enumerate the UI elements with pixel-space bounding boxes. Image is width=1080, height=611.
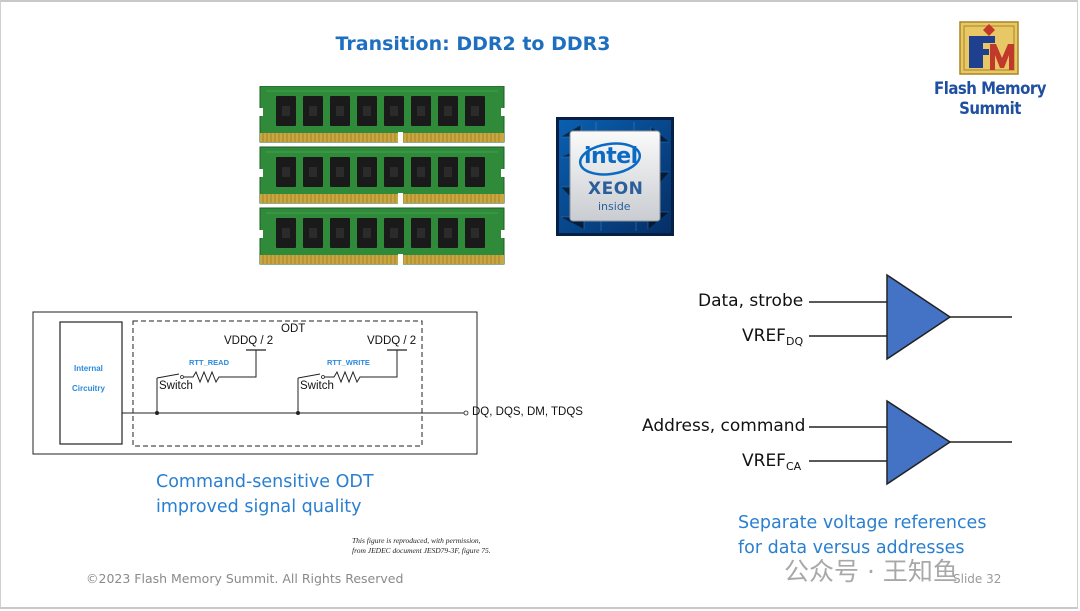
switch-left: Switch bbox=[159, 380, 193, 392]
ram-modules bbox=[258, 85, 506, 266]
vddq-left: VDDQ / 2 bbox=[224, 335, 274, 347]
ram-modules-graphic bbox=[258, 85, 506, 265]
ram-module-icon bbox=[258, 85, 506, 143]
fms-logo-mark bbox=[959, 21, 1019, 75]
odt-circuit bbox=[32, 311, 478, 455]
odt-caption-line1: Command-sensitive ODT bbox=[156, 472, 374, 492]
ram-module-icon bbox=[258, 146, 506, 204]
slide-number: Slide 32 bbox=[953, 572, 1002, 586]
intel-xeon-badge: intel XEON inside bbox=[556, 117, 674, 236]
address-command-label: Address, command bbox=[642, 416, 806, 436]
internal-label-1: Internal bbox=[74, 364, 103, 373]
odt-caption-line2: improved signal quality bbox=[156, 497, 362, 517]
vref-caption-line2: for data versus addresses bbox=[738, 538, 965, 558]
credit-line1: This figure is reproduced, with permissi… bbox=[352, 536, 481, 545]
credit-line2: from JEDEC document JESD79-3F, figure 75… bbox=[352, 546, 491, 555]
vref-diagram: Data, strobe VREFDQ Address, command VRE… bbox=[640, 270, 1020, 490]
inside-text: inside bbox=[598, 200, 631, 213]
intel-brand: intel bbox=[584, 144, 638, 169]
vref-dq-label: VREFDQ bbox=[742, 326, 804, 348]
data-strobe-label: Data, strobe bbox=[698, 291, 804, 311]
internal-label-2: Circuitry bbox=[72, 384, 105, 393]
ram-module-icon bbox=[258, 207, 506, 265]
vref-caption: Separate voltage references for data ver… bbox=[738, 511, 986, 561]
xeon-text: XEON bbox=[588, 179, 644, 199]
pins-label: DQ, DQS, DM, TDQS bbox=[472, 406, 583, 418]
copyright-footer: ©2023 Flash Memory Summit. All Rights Re… bbox=[86, 571, 404, 586]
vref-caption-line1: Separate voltage references bbox=[738, 513, 987, 533]
vddq-right: VDDQ / 2 bbox=[367, 335, 417, 347]
figure-credit: This figure is reproduced, with permissi… bbox=[352, 536, 491, 556]
fms-logo bbox=[952, 18, 1026, 76]
slide-title: Transition: DDR2 to DDR3 bbox=[335, 33, 611, 55]
watermark: 公众号 · 王知鱼 bbox=[784, 557, 958, 586]
rtt-write-label: RTT_WRITE bbox=[327, 358, 370, 367]
odt-label: ODT bbox=[281, 323, 306, 335]
vref-comparators bbox=[809, 273, 1012, 486]
logo-text: Flash Memory Summit bbox=[934, 79, 1046, 119]
switch-right: Switch bbox=[300, 380, 334, 392]
vref-ca-label: VREFCA bbox=[742, 451, 802, 473]
bottom-amplifier-icon bbox=[886, 399, 952, 486]
rtt-read-label: RTT_READ bbox=[189, 358, 230, 367]
top-amplifier-icon bbox=[886, 273, 952, 361]
odt-diagram: Internal Circuitry ODT VDDQ / 2 VDDQ / 2… bbox=[30, 310, 630, 460]
odt-caption: Command-sensitive ODT improved signal qu… bbox=[156, 470, 374, 520]
